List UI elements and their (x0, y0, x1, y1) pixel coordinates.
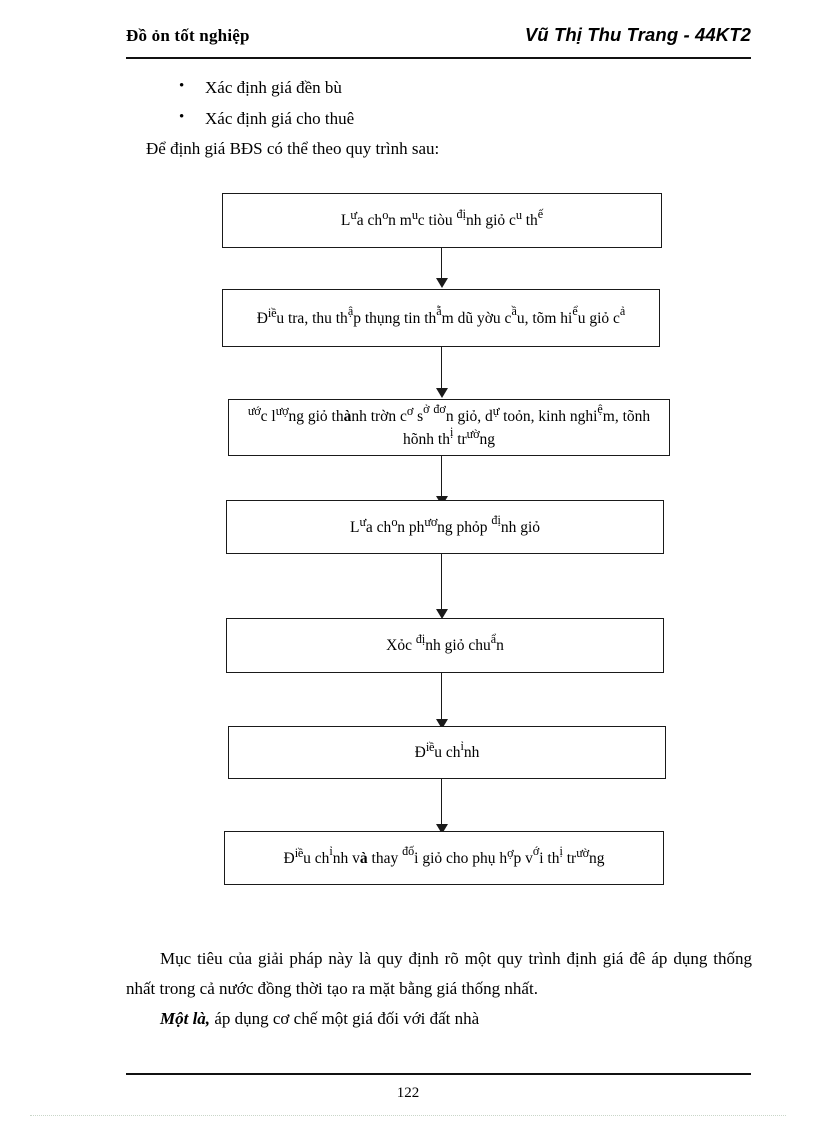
flow-box-5-label: Xỏc định giỏ chuẩn (386, 631, 504, 654)
header-left-title: Đồ ỏn tốt nghiệp (126, 26, 250, 45)
flow-box-1-label: Lưa chon muc tiòu định giỏ cu thế (340, 206, 544, 229)
paragraph-2-rest: áp dụng cơ chế một giá đối với đất nhà (210, 1009, 480, 1028)
flow-box-3: ước lượng giỏ thành trờn cơ sở đơn giỏ, … (228, 399, 670, 456)
flow-box-6: Điều chỉnh (228, 726, 666, 779)
flow-arrowhead-4 (436, 609, 448, 619)
flow-box-5: Xỏc định giỏ chuẩn (226, 618, 664, 673)
list-item: Xác định giá đền bù (175, 71, 735, 103)
body-paragraph-1: Mục tiêu của giải pháp này là quy định r… (126, 949, 752, 998)
flow-box-2-label: Điều tra, thu thập thụng tin thẵm dũ yờu… (256, 304, 626, 327)
flow-arrowhead-5 (436, 719, 448, 729)
flow-box-2: Điều tra, thu thập thụng tin thẵm dũ yờu… (222, 289, 660, 347)
intro-sentence: Để định giá BĐS có thể theo quy trình sa… (146, 139, 440, 158)
page-header: Đồ ỏn tốt nghiệp Vũ Thị Thu Trang - 44KT… (126, 24, 751, 60)
flow-arrowhead-1 (436, 278, 448, 288)
flow-connector-2 (441, 347, 443, 391)
flow-arrowhead-2 (436, 388, 448, 398)
flow-connector-4 (441, 554, 443, 612)
flow-connector-6 (441, 779, 443, 828)
body-paragraph-2: Một là, áp dụng cơ chế một giá đối với đ… (126, 1004, 752, 1034)
flow-connector-5 (441, 673, 443, 723)
footer-divider-rule (126, 1073, 751, 1075)
flow-box-4-label: Lưa chon phương phỏp định giỏ (349, 513, 541, 536)
list-item: Xác định giá cho thuê (175, 102, 735, 134)
flow-box-7: Điều chỉnh và thay đối giỏ cho phụ hợp v… (224, 831, 664, 885)
paragraph-2-lead: Một là, (160, 1009, 211, 1028)
flow-box-1: Lưa chon muc tiòu định giỏ cu thế (222, 193, 662, 248)
bullet-list: Xác định giá đền bù Xác định giá cho thu… (175, 71, 735, 134)
flow-box-3-label: ước lượng giỏ thành trờn cơ sở đơn giỏ, … (247, 402, 651, 448)
flow-arrowhead-6 (436, 824, 448, 834)
flow-box-7-label: Điều chỉnh và thay đối giỏ cho phụ hợp v… (283, 844, 605, 867)
page-number: 122 (396, 1085, 420, 1101)
flow-box-6-label: Điều chỉnh (414, 738, 480, 761)
flow-connector-1 (441, 248, 443, 282)
scan-edge-artifact (30, 1115, 786, 1116)
header-divider-rule (126, 57, 751, 59)
flow-box-4: Lưa chon phương phỏp định giỏ (226, 500, 664, 554)
header-right-title: Vũ Thị Thu Trang - 44KT2 (524, 24, 751, 45)
flow-connector-3 (441, 456, 443, 499)
